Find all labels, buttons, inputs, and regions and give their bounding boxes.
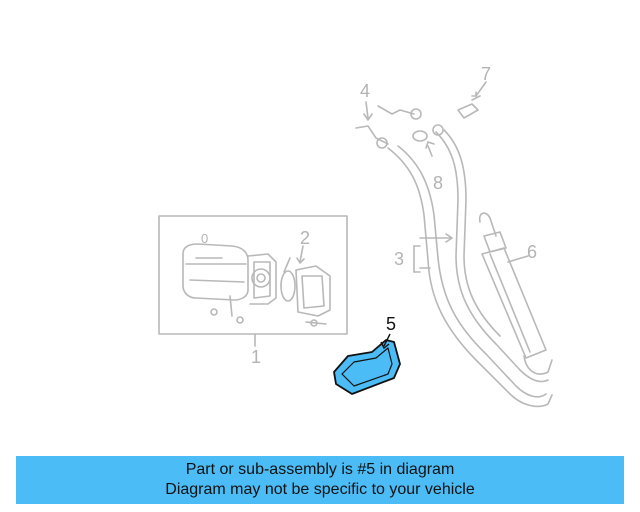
callout-4: 4 <box>360 81 370 101</box>
vacuum-pump <box>182 243 277 324</box>
callout-6: 6 <box>527 242 537 262</box>
vacuum-reservoir <box>478 212 553 375</box>
parts-diagram: 1 2 3 4 5 6 7 8 0 <box>158 64 553 408</box>
vacuum-sensor <box>457 81 487 119</box>
callout-3: 3 <box>394 249 404 269</box>
sub-assembly-frame <box>158 215 348 335</box>
brake-vacuum-lines <box>387 129 553 408</box>
callout-8: 8 <box>433 173 443 193</box>
callout-7: 7 <box>481 64 491 84</box>
callout-5: 5 <box>386 314 396 334</box>
callout-2: 2 <box>300 228 310 248</box>
callout-1: 1 <box>251 347 261 367</box>
pump-cover-gasket <box>280 245 331 327</box>
callout-0: 0 <box>201 231 208 246</box>
hose-fittings <box>355 101 444 157</box>
info-banner: Part or sub-assembly is #5 in diagram Di… <box>16 456 624 504</box>
banner-line-2: Diagram may not be specific to your vehi… <box>165 481 475 498</box>
banner-line-1: Part or sub-assembly is #5 in diagram <box>185 461 455 478</box>
highlighted-part-5 <box>333 333 401 395</box>
